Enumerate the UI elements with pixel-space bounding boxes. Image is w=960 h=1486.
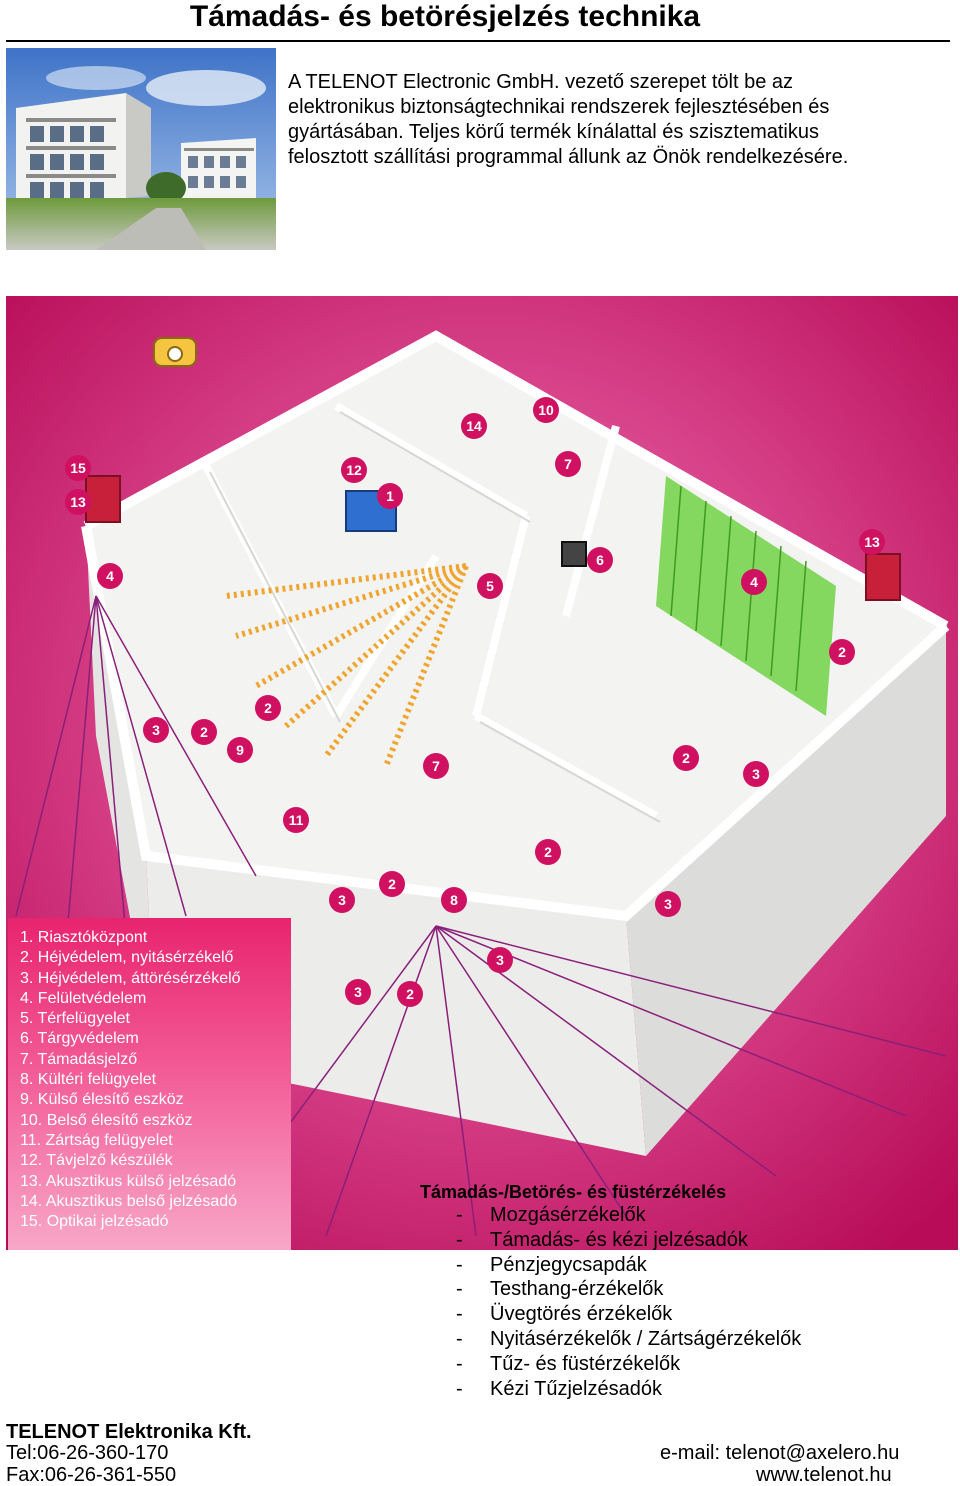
svg-text:4: 4: [106, 568, 114, 584]
svg-text:13: 13: [70, 494, 86, 510]
marker-11: 11: [283, 807, 309, 833]
siren-icon: [865, 553, 901, 601]
alarm-panel-icon: [345, 490, 397, 532]
svg-text:3: 3: [496, 952, 504, 968]
svg-text:3: 3: [152, 722, 160, 738]
detection-item: -Tűz- és füstérzékelők: [456, 1352, 681, 1375]
phone-number: Tel:06-26-360-170: [6, 1442, 169, 1464]
legend-panel: [8, 918, 291, 1250]
detection-heading: Támadás-/Betörés- és füstérzékelés: [420, 1182, 727, 1202]
telephone-icon: [153, 337, 197, 367]
detection-item: -Pénzjegycsapdák: [456, 1253, 647, 1276]
detection-item: -Nyitásérzékelők / Zártságérzékelők: [456, 1327, 802, 1350]
svg-text:2: 2: [388, 876, 396, 892]
svg-text:2: 2: [406, 986, 414, 1002]
marker-4: 4: [741, 569, 767, 595]
marker-7: 7: [555, 451, 581, 477]
legend-item: 7. Támadásjelző: [20, 1050, 138, 1068]
marker-1: 1: [377, 483, 403, 509]
marker-4: 4: [97, 563, 123, 589]
legend-item: 12. Távjelző készülék: [20, 1152, 173, 1170]
marker-7: 7: [423, 753, 449, 779]
svg-text:4: 4: [750, 574, 758, 590]
svg-text:6: 6: [596, 552, 604, 568]
detection-item: -Mozgásérzékelők: [456, 1204, 646, 1226]
building-photo: [6, 48, 276, 250]
svg-text:8: 8: [450, 892, 458, 908]
marker-2: 2: [255, 695, 281, 721]
svg-text:12: 12: [346, 462, 362, 478]
title-divider: [6, 40, 950, 42]
marker-6: 6: [587, 547, 613, 573]
marker-2: 2: [535, 839, 561, 865]
legend-item: 8. Kültéri felügyelet: [20, 1071, 157, 1089]
svg-text:11: 11: [289, 812, 304, 828]
svg-text:2: 2: [200, 724, 208, 740]
marker-5: 5: [477, 573, 503, 599]
svg-text:2: 2: [264, 700, 272, 716]
legend-item: 5. Térfelügyelet: [20, 1010, 130, 1028]
legend-item: 13. Akusztikus külső jelzésadó: [20, 1172, 237, 1190]
svg-text:2: 2: [838, 644, 846, 660]
legend-item: 6. Tárgyvédelem: [20, 1030, 139, 1048]
marker-3: 3: [487, 947, 513, 973]
svg-text:2: 2: [544, 844, 552, 860]
page-title: Támadás- és betörésjelzés technika: [189, 0, 701, 33]
legend-list: 1. Riasztóközpont 2. Héjvédelem, nyitásé…: [20, 928, 241, 1232]
legend-item: 4. Felületvédelem: [20, 989, 147, 1007]
company-name: TELENOT Elektronika Kft.: [6, 1421, 252, 1443]
svg-text:5: 5: [486, 578, 494, 594]
detection-list: -Mozgásérzékelők -Támadás- és kézi jelzé…: [456, 1203, 801, 1401]
svg-text:14: 14: [466, 418, 482, 434]
fax-number: Fax:06-26-361-550: [6, 1464, 177, 1486]
marker-15: 15: [65, 455, 91, 481]
svg-text:7: 7: [432, 758, 440, 774]
svg-text:9: 9: [236, 742, 244, 758]
legend-item: 15. Optikai jelzésadó: [20, 1213, 169, 1231]
legend-item: 10. Belső élesítő eszköz: [20, 1111, 193, 1129]
legend-item: 3. Héjvédelem, áttörésérzékelő: [20, 969, 241, 987]
svg-text:3: 3: [752, 766, 760, 782]
marker-2: 2: [191, 719, 217, 745]
intro-paragraph: A TELENOT Electronic GmbH. vezető szerep…: [288, 71, 849, 168]
website-link[interactable]: www.telenot.hu: [756, 1464, 892, 1486]
legend-item: 2. Héjvédelem, nyitásérzékelő: [20, 949, 234, 967]
marker-3: 3: [743, 761, 769, 787]
marker-2: 2: [673, 745, 699, 771]
svg-text:7: 7: [564, 456, 572, 472]
svg-text:3: 3: [338, 892, 346, 908]
detection-item: -Kézi Tűzjelzésadók: [456, 1377, 662, 1400]
svg-text:13: 13: [864, 534, 880, 550]
marker-2: 2: [397, 981, 423, 1007]
legend-item: 14. Akusztikus belső jelzésadó: [20, 1192, 238, 1210]
svg-text:3: 3: [354, 984, 362, 1000]
marker-2: 2: [379, 871, 405, 897]
email-address[interactable]: e-mail: telenot@axelero.hu: [660, 1442, 900, 1464]
marker-3: 3: [143, 717, 169, 743]
legend-item: 1. Riasztóközpont: [20, 929, 148, 946]
detection-item: -Támadás- és kézi jelzésadók: [456, 1228, 748, 1251]
svg-text:15: 15: [70, 460, 86, 476]
marker-12: 12: [341, 457, 367, 483]
svg-text:3: 3: [664, 896, 672, 912]
svg-text:2: 2: [682, 750, 690, 766]
legend-item: 11. Zártság felügyelet: [20, 1131, 173, 1149]
marker-3: 3: [329, 887, 355, 913]
marker-2: 2: [829, 639, 855, 665]
marker-13: 13: [65, 489, 91, 515]
marker-3: 3: [345, 979, 371, 1005]
marker-10: 10: [533, 397, 559, 423]
svg-text:10: 10: [538, 402, 554, 418]
marker-8: 8: [441, 887, 467, 913]
marker-13: 13: [859, 529, 885, 555]
legend-item: 9. Külső élesítő eszköz: [20, 1091, 184, 1109]
siren-icon: [85, 475, 121, 523]
marker-3: 3: [655, 891, 681, 917]
marker-14: 14: [461, 413, 487, 439]
marker-9: 9: [227, 737, 253, 763]
svg-text:1: 1: [386, 488, 394, 504]
detection-item: -Üvegtörés érzékelők: [456, 1303, 673, 1326]
detection-item: -Testhang-érzékelők: [456, 1278, 664, 1301]
